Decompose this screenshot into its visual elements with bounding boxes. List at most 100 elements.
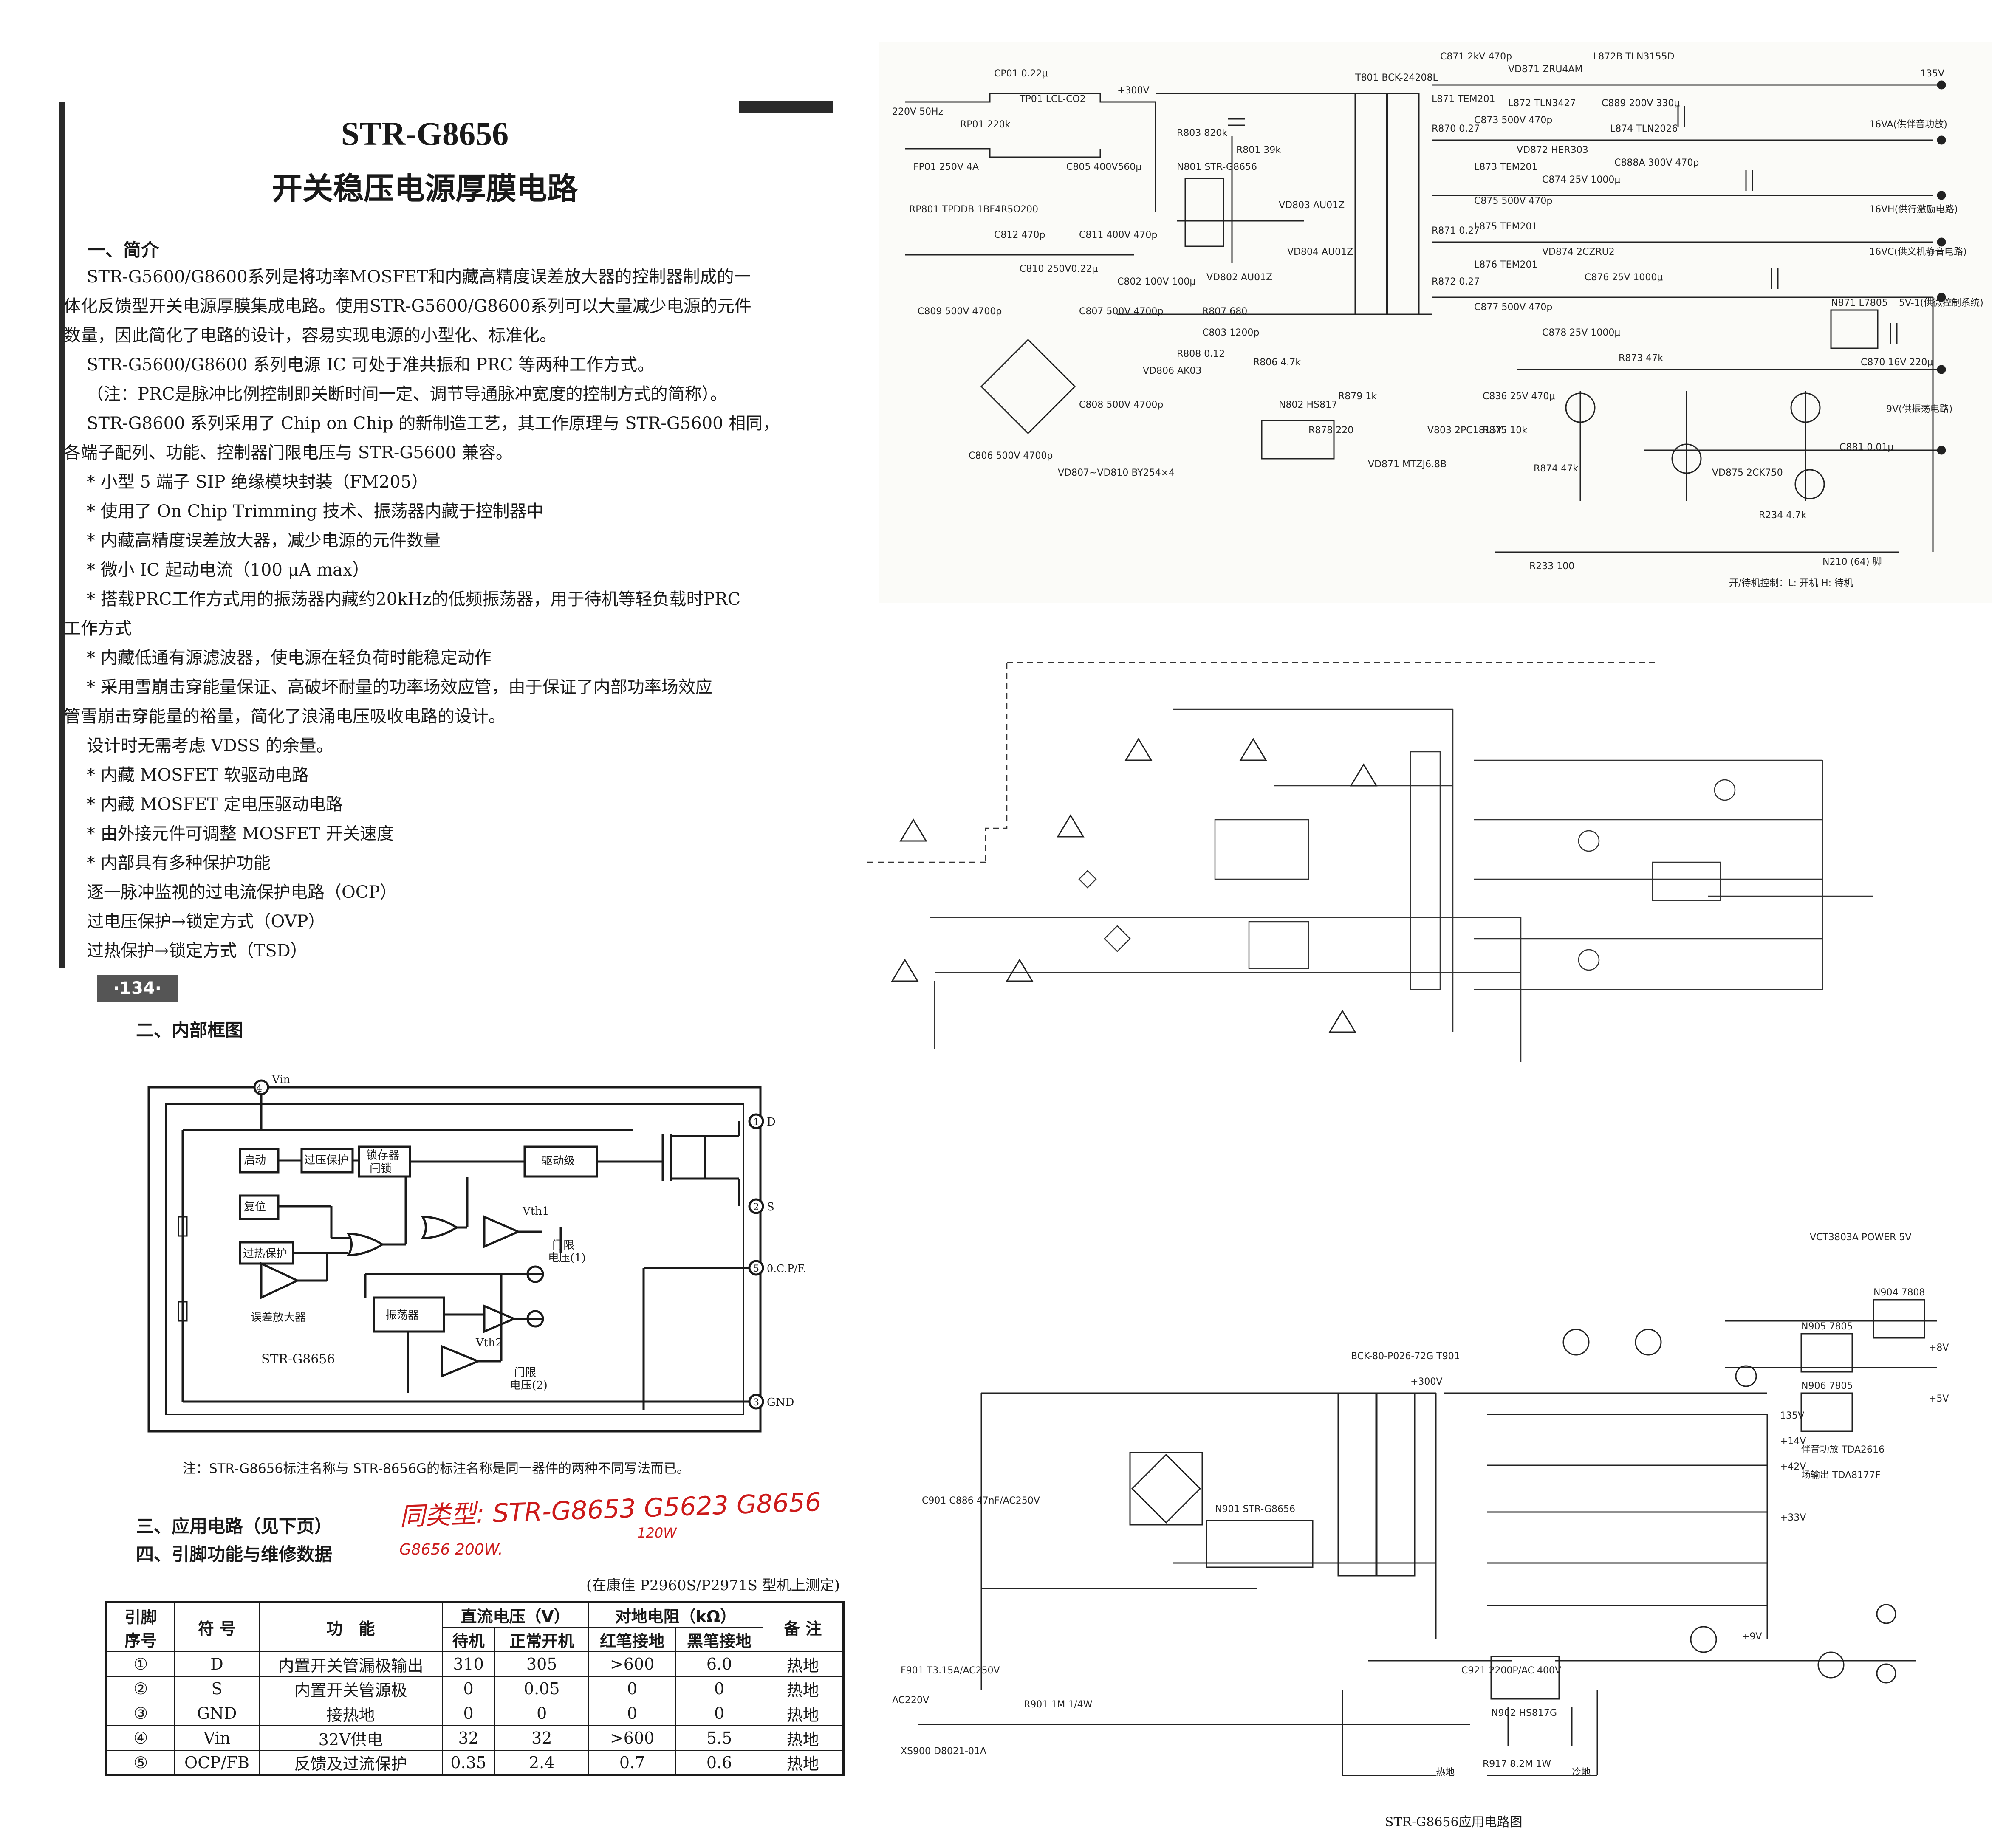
n871-regulator	[1830, 309, 1879, 349]
label-r873: R873 47k	[1619, 353, 1663, 364]
th-pin-line: 引脚	[124, 1608, 157, 1627]
label-l874: L874 TLN2026	[1610, 124, 1678, 134]
label-vd803: VD803 AU01Z	[1279, 200, 1345, 211]
label-r872: R872 0.27	[1432, 276, 1480, 287]
feature-item: * 内部具有多种保护功能	[87, 853, 271, 873]
label-300v: +300V	[1117, 85, 1149, 96]
schematic-top: 220V 50Hz CP01 0.22μ TP01 LCL-CO2 RP01 2…	[879, 42, 1992, 603]
th-symbol: 符 号	[174, 1602, 260, 1652]
warning-symbol	[1328, 1010, 1356, 1033]
label-cold-ground: 冷地	[1572, 1767, 1591, 1778]
label-r875: R875 10k	[1483, 425, 1527, 436]
or-gate-1	[346, 1233, 384, 1256]
cell-symbol: GND	[174, 1701, 260, 1726]
or-gate-2	[421, 1216, 459, 1239]
cell-black: 5.5	[675, 1725, 763, 1751]
cell-normal: 305	[494, 1651, 589, 1677]
label-c874: C874 25V 1000μ	[1542, 175, 1620, 185]
feature-item: * 搭载PRC工作方式用的振荡器内藏约20kHz的低频振荡器，用于待机等轻负载时…	[87, 590, 741, 609]
th-normal: 正常开机	[494, 1627, 589, 1652]
label-c870: C870 16V 220μ	[1861, 357, 1933, 368]
pin-2-number: 2	[753, 1202, 759, 1213]
n802-optocoupler	[1261, 420, 1335, 460]
reset-label: 复位	[244, 1201, 266, 1213]
cell-note: 热地	[762, 1750, 844, 1776]
label-tda8177f: 场输出 TDA8177F	[1801, 1470, 1881, 1481]
label-vct3803a: VCT3803A POWER 5V	[1810, 1232, 1911, 1243]
document-subtitle: 开关稳压电源厚膜电路	[271, 171, 578, 206]
label-vd806: VD806 AK03	[1143, 366, 1201, 376]
label-r871: R871 0.27	[1432, 226, 1480, 236]
corner-decor-bar	[739, 101, 833, 113]
intro-line: STR-G5600/G8600系列是将功率MOSFET和内藏高精度误差放大器的控…	[87, 267, 751, 287]
label-x900: XS900 D8021-01A	[901, 1746, 986, 1757]
cell-standby: 32	[441, 1725, 495, 1751]
n904-regulator	[1873, 1299, 1925, 1339]
th-function: 功 能	[259, 1602, 443, 1652]
cell-function: 32V供电	[259, 1725, 443, 1751]
label-5v: 5V-1(供微控制系统)	[1899, 298, 1983, 308]
warning-symbol	[1239, 738, 1267, 761]
label-t801: T801 BCK-24208L	[1355, 73, 1438, 83]
label-r878: R878 220	[1308, 425, 1353, 436]
label-l876: L876 TEM201	[1474, 260, 1538, 270]
warning-symbol	[1350, 763, 1378, 787]
cell-normal: 0.05	[494, 1676, 589, 1701]
error-amp-symbol	[260, 1262, 300, 1299]
err-amp-label: 误差放大器	[251, 1311, 306, 1324]
cell-red: >600	[588, 1725, 676, 1751]
cell-red: >600	[588, 1651, 676, 1677]
label-l873: L873 TEM201	[1474, 162, 1538, 172]
label-n906: N906 7805	[1801, 1381, 1853, 1391]
label-r917: R917 8.2M 1W	[1483, 1759, 1551, 1769]
label-vd872: VD872 HER303	[1517, 145, 1588, 155]
label-rp01: RP01 220k	[960, 119, 1011, 130]
label-c881: C881 0.01μ	[1839, 442, 1893, 453]
handwritten-power-1: 120W	[637, 1525, 677, 1541]
label-rp801: RP801 TPDDB 1BF4R5Ω200	[909, 204, 1038, 215]
schematic-bottom: BCK-80-P026-72G T901 N901 STR-G8656 +300…	[892, 1232, 1949, 1778]
cell-red: 0	[588, 1676, 676, 1701]
label-mains: 220V 50Hz	[892, 107, 943, 117]
cell-function: 内置开关管源极	[259, 1676, 443, 1701]
label-vd807: VD807~VD810 BY254×4	[1058, 468, 1175, 478]
cell-pin: ⑤	[106, 1750, 175, 1776]
cell-note: 热地	[762, 1676, 844, 1701]
label-vd871: VD871 ZRU4AM	[1508, 64, 1582, 75]
th-note: 备 注	[762, 1602, 844, 1652]
schematic-middle	[867, 662, 1873, 1062]
label-r803: R803 820k	[1177, 128, 1227, 138]
label-l875: L875 TEM201	[1474, 221, 1538, 232]
label-vd875: VD875 2CK750	[1712, 468, 1783, 478]
regulator-mid	[1652, 861, 1721, 901]
warning-symbol	[1006, 959, 1034, 982]
table-caption: (在康佳 P2960S/P2971S 型机上测定)	[586, 1577, 840, 1594]
label-c876: C876 25V 1000μ	[1585, 272, 1663, 283]
label-c921: C921 2200P/AC 400V	[1461, 1665, 1561, 1676]
cell-black: 6.0	[675, 1651, 763, 1677]
thresh1-label-2: 电压(1)	[548, 1252, 586, 1264]
label-fp01: FP01 250V 4A	[913, 162, 979, 172]
page-number: ·134·	[97, 975, 178, 1002]
vth2-label: Vth2	[475, 1337, 503, 1349]
label-8v: +8V	[1929, 1343, 1949, 1353]
label-c877: C877 500V 470p	[1474, 302, 1552, 313]
cell-pin: ④	[106, 1725, 175, 1751]
feature-item: * 采用雪崩击穿能量保证、高破坏耐量的功率场效应管，由于保证了内部功率场效应	[87, 677, 712, 697]
pin-ocp-label: 0.C.P/F.B	[767, 1263, 807, 1275]
label-r801: R801 39k	[1236, 145, 1281, 155]
warning-symbol	[899, 818, 927, 842]
driver-label: 驱动级	[542, 1155, 575, 1168]
document-title: STR-G8656	[341, 115, 509, 152]
n905-regulator	[1800, 1333, 1853, 1373]
th-dc-voltage: 直流电压（V）	[441, 1602, 589, 1628]
label-c811: C811 400V 470p	[1079, 230, 1157, 240]
cell-function: 接热地	[259, 1701, 443, 1726]
vth1-label: Vth1	[522, 1205, 549, 1218]
label-n905: N905 7805	[1801, 1321, 1853, 1332]
feature-item: 逐一脉冲监视的过电流保护电路（OCP）	[87, 883, 397, 902]
label-16vh: 16VH(供行激励电路)	[1869, 204, 1958, 215]
